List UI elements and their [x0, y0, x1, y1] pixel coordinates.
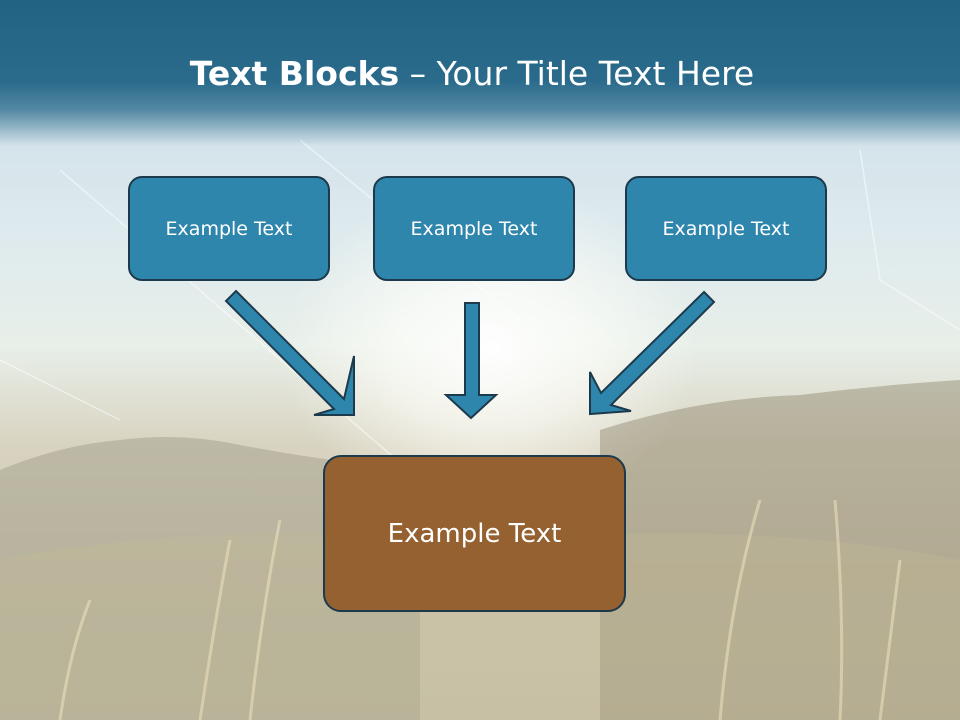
- target-text-block: Example Text: [323, 455, 626, 612]
- text-block-1: Example Text: [128, 176, 330, 281]
- title-dash: –: [399, 54, 437, 93]
- text-block-3: Example Text: [625, 176, 827, 281]
- title-rest: Your Title Text Here: [436, 54, 755, 93]
- title-bar: Text Blocks – Your Title Text Here: [0, 0, 960, 146]
- page-title: Text Blocks – Your Title Text Here: [0, 54, 944, 93]
- text-block-2: Example Text: [373, 176, 575, 281]
- title-bold: Text Blocks: [189, 54, 400, 93]
